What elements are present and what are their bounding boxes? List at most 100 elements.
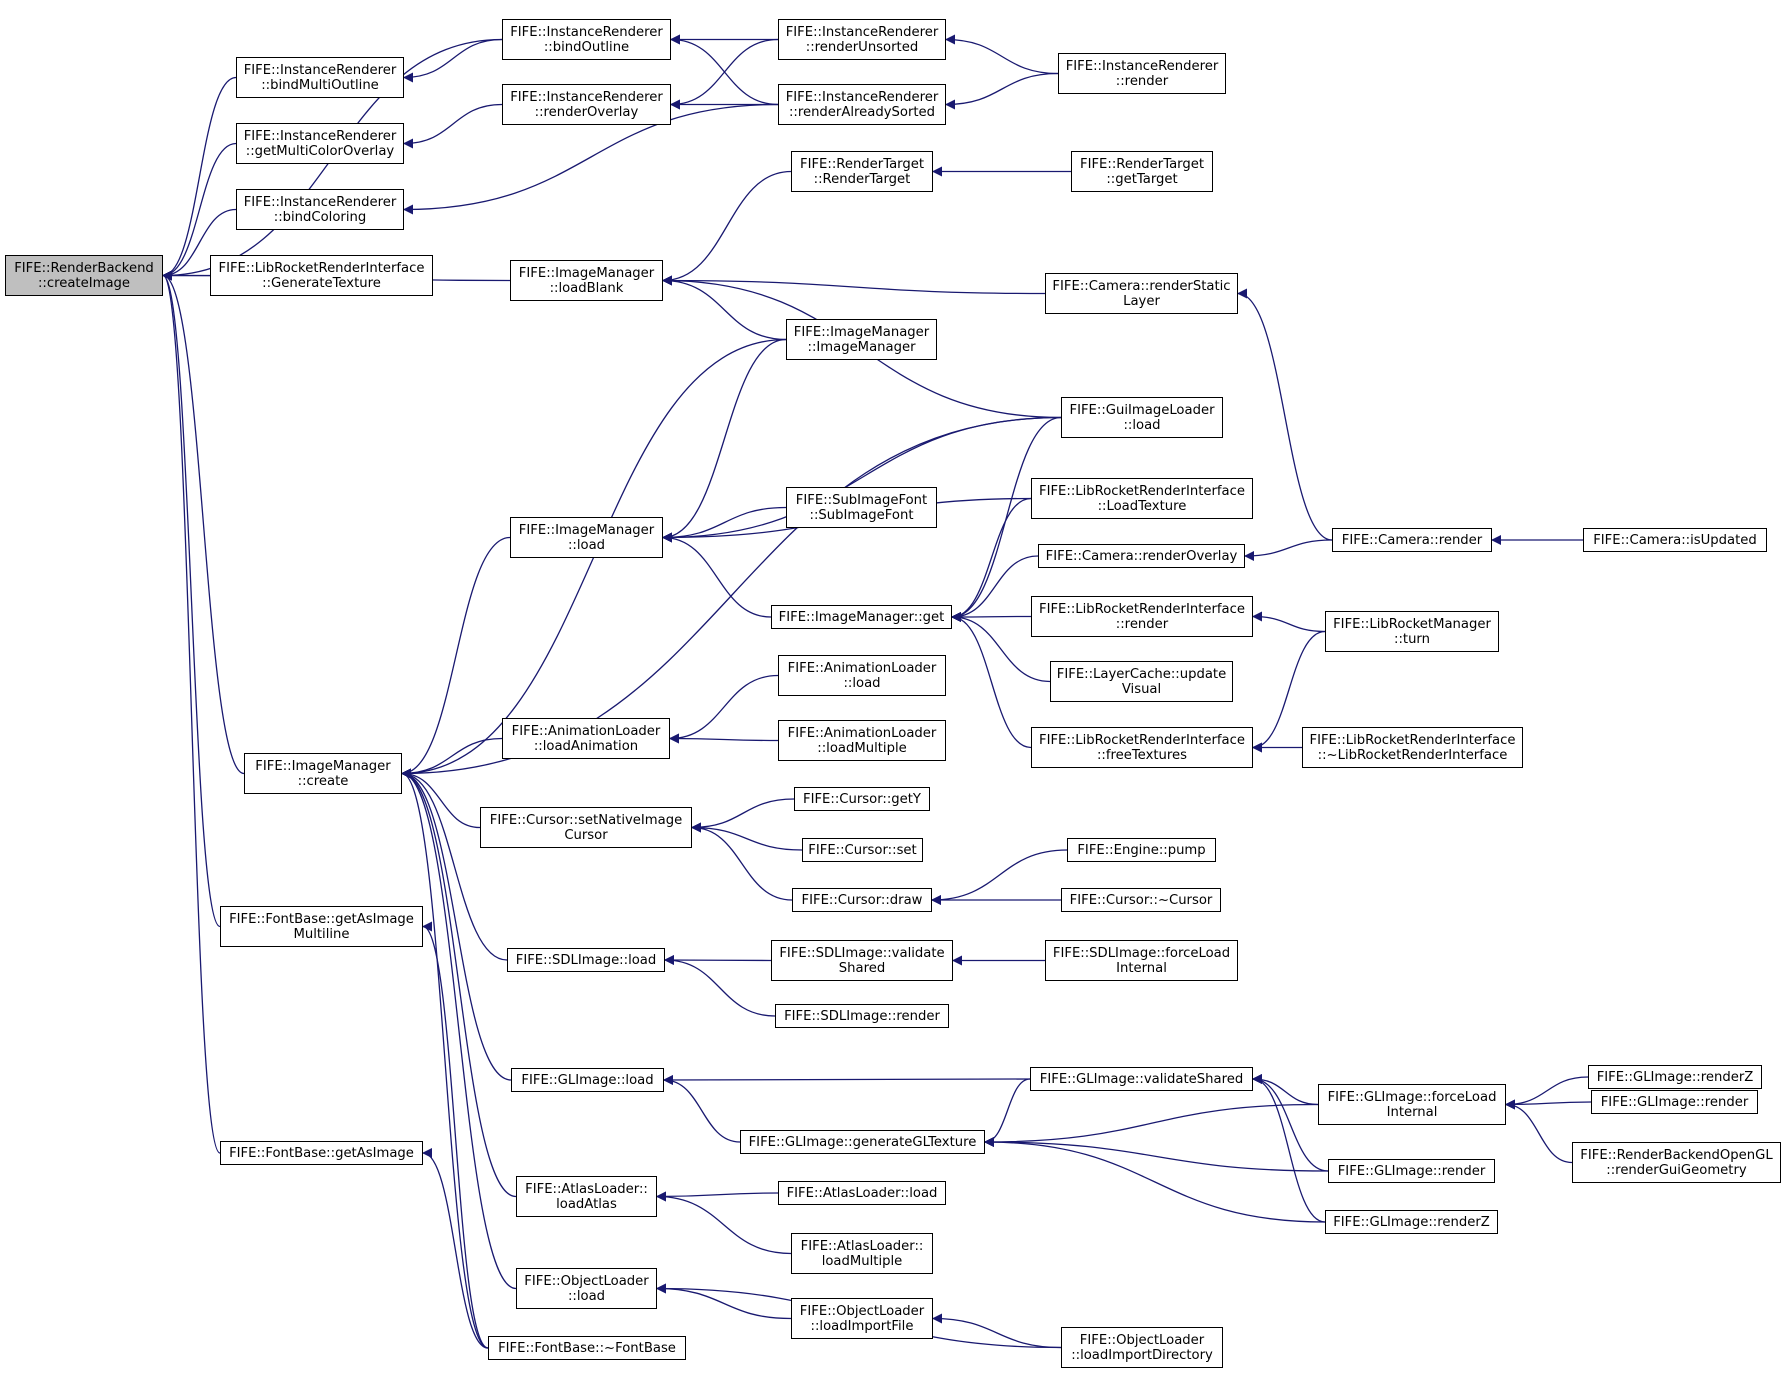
graph-node-n3[interactable]: FIFE::InstanceRenderer::getMultiColorOve… (236, 123, 404, 164)
graph-node-n49[interactable]: FIFE::GLImage::validateShared (1030, 1067, 1253, 1091)
graph-node-n18[interactable]: FIFE::ObjectLoader::load (516, 1268, 657, 1309)
graph-node-n42[interactable]: FIFE::Camera::renderOverlay (1038, 544, 1245, 568)
graph-node-n43[interactable]: FIFE::LibRocketRenderInterface::render (1031, 596, 1253, 637)
edge-n6-to-n1 (162, 270, 245, 775)
node-label-line: ::load (1123, 417, 1161, 433)
graph-node-n46[interactable]: FIFE::Engine::pump (1067, 838, 1216, 862)
graph-node-n27[interactable]: FIFE::AnimationLoader::loadMultiple (778, 720, 946, 761)
graph-node-n8[interactable]: FIFE::FontBase::getAsImage (220, 1141, 423, 1165)
edge-n36-to-n18 (656, 1283, 792, 1320)
node-label-line: ::load (567, 1288, 606, 1304)
graph-node-n12[interactable]: FIFE::ImageManager::load (510, 517, 663, 558)
graph-node-n53[interactable]: FIFE::LibRocketRenderInterface::~LibRock… (1302, 727, 1523, 768)
graph-node-n41[interactable]: FIFE::LibRocketRenderInterface::LoadText… (1031, 478, 1253, 519)
node-label-line: ::bindMultiOutline (261, 77, 379, 93)
graph-node-n13[interactable]: FIFE::AnimationLoader::loadAnimation (502, 718, 670, 759)
graph-node-n29[interactable]: FIFE::Cursor::set (802, 838, 923, 862)
graph-node-n11[interactable]: FIFE::ImageManager::loadBlank (510, 260, 663, 301)
node-label-line: FIFE::Cursor::setNativeImage (489, 812, 683, 828)
edge-n31-to-n15 (664, 955, 772, 966)
edge-n16-to-n6 (401, 768, 512, 1081)
edge-n2-to-n1 (162, 76, 237, 281)
graph-node-n28[interactable]: FIFE::Cursor::getY (794, 787, 930, 811)
node-label-line: FIFE::SDLImage::forceLoad (1052, 945, 1231, 961)
graph-node-n26[interactable]: FIFE::AnimationLoader::load (778, 655, 946, 696)
node-label-line: FIFE::InstanceRenderer (785, 89, 939, 105)
edge-n51-to-n42 (1244, 539, 1333, 561)
edge-n8-to-n1 (162, 270, 221, 1154)
graph-node-n22[interactable]: FIFE::RenderTarget::RenderTarget (791, 151, 933, 192)
edge-n55-to-n49 (1252, 1074, 1329, 1172)
graph-node-n17[interactable]: FIFE::AtlasLoader::loadAtlas (516, 1176, 657, 1217)
graph-node-n9[interactable]: FIFE::InstanceRenderer::bindOutline (502, 19, 671, 60)
node-label-line: FIFE::GLImage::load (521, 1072, 654, 1088)
edges-layer (162, 34, 1592, 1349)
graph-node-n40[interactable]: FIFE::GuiImageLoader::load (1061, 397, 1223, 438)
edge-n3-to-n1 (162, 142, 237, 281)
graph-node-n5[interactable]: FIFE::LibRocketRenderInterface::Generate… (210, 255, 433, 296)
graph-node-n38[interactable]: FIFE::RenderTarget::getTarget (1071, 151, 1213, 192)
edge-n52-to-n45 (1252, 630, 1326, 753)
graph-node-n35[interactable]: FIFE::AtlasLoader::loadMultiple (791, 1233, 933, 1274)
edge-n26-to-n13 (669, 674, 779, 744)
edge-n49-to-n33 (984, 1078, 1031, 1147)
node-label-line: FIFE::LibRocketRenderInterface (1039, 483, 1245, 499)
node-label-line: FIFE::AtlasLoader::load (786, 1185, 938, 1201)
graph-node-n57[interactable]: FIFE::Camera::isUpdated (1583, 528, 1767, 552)
graph-node-n24[interactable]: FIFE::SubImageFont::SubImageFont (786, 487, 937, 528)
graph-node-n10[interactable]: FIFE::InstanceRenderer::renderOverlay (502, 84, 671, 125)
edge-n45-to-n25 (951, 612, 1032, 749)
graph-node-n4[interactable]: FIFE::InstanceRenderer::bindColoring (236, 189, 404, 230)
node-label-line: ::turn (1394, 631, 1430, 647)
graph-node-n55[interactable]: FIFE::GLImage::render (1328, 1159, 1495, 1183)
graph-node-n51[interactable]: FIFE::Camera::render (1332, 528, 1492, 552)
graph-node-n45[interactable]: FIFE::LibRocketRenderInterface::freeText… (1031, 727, 1253, 768)
graph-node-n6[interactable]: FIFE::ImageManager::create (244, 753, 402, 794)
graph-node-n60[interactable]: FIFE::RenderBackendOpenGL::renderGuiGeom… (1572, 1142, 1781, 1183)
node-label-line: FIFE::LibRocketManager (1333, 616, 1491, 632)
node-label-line: ::bindColoring (273, 209, 367, 225)
graph-node-n32[interactable]: FIFE::SDLImage::render (775, 1004, 949, 1028)
graph-node-n58[interactable]: FIFE::GLImage::renderZ (1588, 1065, 1762, 1089)
node-label-line: Cursor (564, 827, 608, 843)
edge-n59-to-n54 (1505, 1099, 1592, 1110)
graph-node-n19[interactable]: FIFE::FontBase::~FontBase (488, 1336, 686, 1360)
graph-node-n47[interactable]: FIFE::Cursor::~Cursor (1061, 888, 1221, 912)
edge-n24-to-n12 (662, 506, 787, 543)
edge-n12-to-n6 (401, 536, 511, 779)
graph-node-n52[interactable]: FIFE::LibRocketManager::turn (1325, 611, 1499, 652)
node-label-line: FIFE::ImageManager (518, 265, 655, 281)
graph-node-n16[interactable]: FIFE::GLImage::load (511, 1068, 664, 1092)
node-label-line: FIFE::Cursor::set (808, 842, 917, 858)
node-label-line: FIFE::LayerCache::update (1056, 666, 1227, 682)
node-label-line: FIFE::SDLImage::render (784, 1008, 940, 1024)
graph-node-n20[interactable]: FIFE::InstanceRenderer::renderUnsorted (778, 19, 946, 60)
graph-node-n2[interactable]: FIFE::InstanceRenderer::bindMultiOutline (236, 57, 404, 98)
graph-node-n34[interactable]: FIFE::AtlasLoader::load (778, 1181, 946, 1205)
graph-node-n33[interactable]: FIFE::GLImage::generateGLTexture (740, 1130, 985, 1154)
graph-node-n30[interactable]: FIFE::Cursor::draw (792, 888, 932, 912)
graph-node-n21[interactable]: FIFE::InstanceRenderer::renderAlreadySor… (778, 84, 946, 125)
node-label-line: FIFE::InstanceRenderer (785, 24, 939, 40)
graph-node-n50[interactable]: FIFE::ObjectLoader::loadImportDirectory (1061, 1327, 1223, 1368)
graph-node-n15[interactable]: FIFE::SDLImage::load (507, 948, 665, 972)
node-label-line: FIFE::GLImage::renderZ (1596, 1069, 1754, 1085)
graph-node-n37[interactable]: FIFE::InstanceRenderer::render (1058, 53, 1226, 94)
graph-node-n23[interactable]: FIFE::ImageManager::ImageManager (786, 319, 937, 360)
edge-n20-to-n10 (670, 38, 779, 110)
graph-node-n56[interactable]: FIFE::GLImage::renderZ (1325, 1210, 1498, 1234)
node-label-line: FIFE::GLImage::validateShared (1039, 1071, 1244, 1087)
node-label-line: FIFE::RenderTarget (1079, 156, 1205, 172)
node-label-line: FIFE::ObjectLoader (1079, 1332, 1205, 1348)
graph-node-n59[interactable]: FIFE::GLImage::render (1591, 1090, 1758, 1114)
graph-node-n25[interactable]: FIFE::ImageManager::get (771, 605, 952, 629)
graph-node-n36[interactable]: FIFE::ObjectLoader::loadImportFile (791, 1298, 933, 1339)
